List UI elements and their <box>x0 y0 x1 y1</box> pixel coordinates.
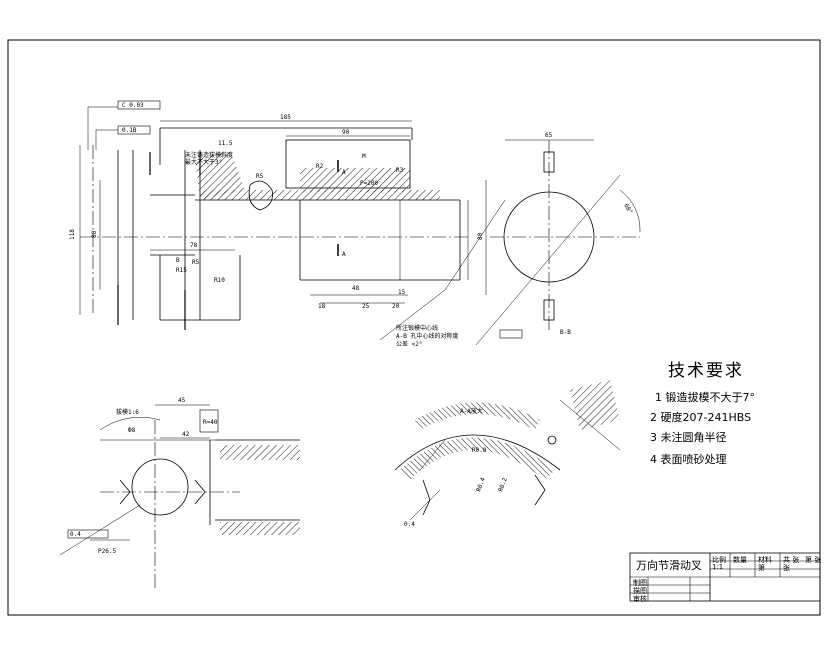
title-block-col-4: 共 张 <box>783 556 800 564</box>
svg-text:R0.8: R0.8 <box>472 447 487 454</box>
svg-text:未注铸造拔模斜度: 未注铸造拔模斜度 <box>185 151 233 159</box>
svg-text:45: 45 <box>178 397 186 404</box>
svg-text:90: 90 <box>342 129 350 136</box>
svg-text:65: 65 <box>545 132 553 139</box>
title-block-sheet-unit: 张 <box>783 564 790 572</box>
svg-text:R5: R5 <box>256 173 264 180</box>
detail-view-left-labels: 45 42 拔模1:6 Ф8 0.4 P26.5 R=40 <box>70 397 218 555</box>
svg-text:R2: R2 <box>316 163 324 170</box>
section-view-aa <box>394 380 621 521</box>
tech-requirement-2: 2 硬度207-241HBS <box>650 411 752 424</box>
svg-text:80: 80 <box>477 232 484 240</box>
side-view <box>475 139 641 346</box>
front-view-labels: 185 90 118 80 78 11.5 18 25 20 15 48 R2 … <box>69 102 458 348</box>
svg-text:78: 78 <box>190 242 198 249</box>
svg-text:R15: R15 <box>176 267 187 274</box>
svg-text:R0.2: R0.2 <box>497 476 509 492</box>
front-view <box>79 100 506 341</box>
svg-text:R5: R5 <box>192 259 200 266</box>
svg-text:M: M <box>362 153 366 160</box>
svg-text:18: 18 <box>318 303 326 310</box>
svg-text:A: A <box>342 169 346 176</box>
side-view-labels: 65 80 60° B-B <box>477 132 634 336</box>
section-view-aa-labels: A-A放大 R0.8 0.4 R0.4 R0.2 <box>404 407 509 528</box>
tech-requirement-1: 1 锻造拔模不大于7° <box>655 391 755 404</box>
tech-requirement-4: 4 表面喷砂处理 <box>650 453 727 466</box>
title-block-col-2: 数量 <box>733 556 747 564</box>
svg-text:A-B 孔中心线的对称度: A-B 孔中心线的对称度 <box>396 332 458 340</box>
svg-text:48: 48 <box>352 285 360 292</box>
svg-text:所注锻模中心线: 所注锻模中心线 <box>396 324 438 332</box>
title-block-scale: 1:1 <box>712 563 724 571</box>
svg-text:0.4: 0.4 <box>70 531 81 538</box>
svg-text:80: 80 <box>91 230 98 238</box>
svg-text:118: 118 <box>69 229 76 240</box>
tech-requirement-3: 3 未注圆角半径 <box>650 431 727 444</box>
part-name: 万向节滑动叉 <box>636 559 702 572</box>
title-block-traced: 描图 <box>633 587 647 595</box>
title-block-col-1: 比例 <box>712 556 726 564</box>
svg-text:Ф8: Ф8 <box>128 427 136 434</box>
title-block-checked: 审核 <box>633 595 647 603</box>
drawing-frame <box>7 39 821 616</box>
title-block-sheet-label: 第 <box>758 564 765 572</box>
title-block-col-3: 材料 <box>758 556 772 564</box>
tech-requirements-title: 技术要求 <box>668 361 744 381</box>
svg-text:R10: R10 <box>214 277 225 284</box>
svg-text:拔模1:6: 拔模1:6 <box>116 408 139 416</box>
svg-text:11.5: 11.5 <box>218 140 233 147</box>
svg-text:0.4: 0.4 <box>404 521 415 528</box>
svg-text:0.1B: 0.1B <box>122 127 137 134</box>
svg-text:C 0.03: C 0.03 <box>122 102 144 109</box>
svg-text:R=40: R=40 <box>203 419 218 426</box>
svg-text:60°: 60° <box>622 203 633 216</box>
svg-text:B: B <box>176 257 180 264</box>
detail-view-left <box>59 404 300 590</box>
svg-text:公差 <2°: 公差 <2° <box>396 340 422 348</box>
svg-text:R3: R3 <box>396 167 404 174</box>
svg-text:A-A放大: A-A放大 <box>460 407 483 415</box>
title-block-drawn: 制图 <box>633 579 647 587</box>
svg-text:185: 185 <box>280 114 291 121</box>
svg-text:B-B: B-B <box>560 329 571 336</box>
svg-text:15: 15 <box>398 289 406 296</box>
svg-text:最大不大于3°: 最大不大于3° <box>185 158 222 166</box>
svg-text:20: 20 <box>392 303 400 310</box>
svg-text:42: 42 <box>182 431 190 438</box>
title-block-col-5: 第 张 <box>805 556 822 564</box>
svg-text:R0.4: R0.4 <box>475 476 487 492</box>
svg-text:25: 25 <box>362 303 370 310</box>
svg-text:A: A <box>342 251 346 258</box>
svg-text:P=200: P=200 <box>360 180 378 187</box>
svg-text:P26.5: P26.5 <box>98 548 116 555</box>
title-block <box>629 552 821 602</box>
